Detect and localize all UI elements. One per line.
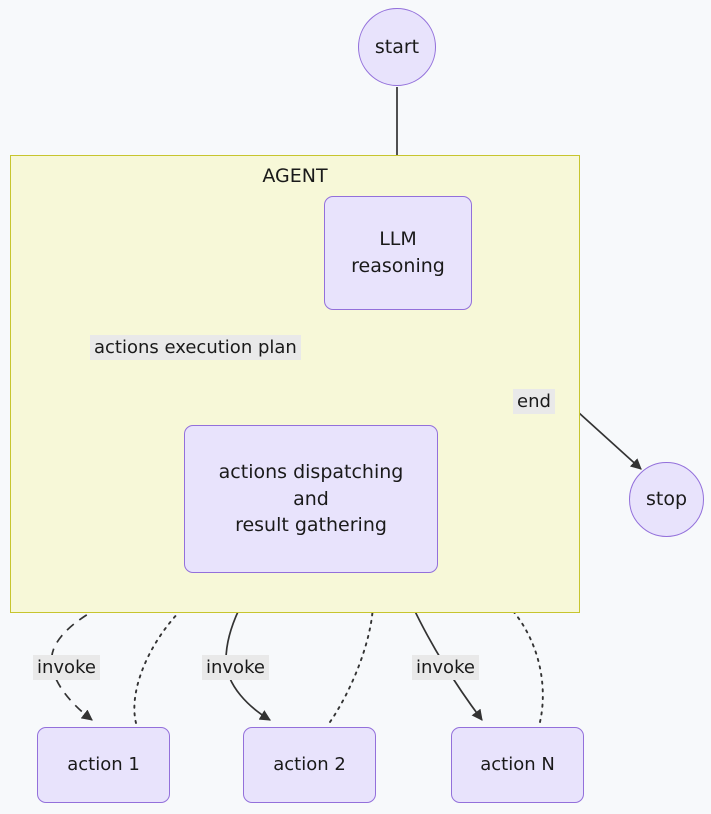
edge-label-invoke-1: invoke: [33, 655, 100, 680]
node-llm-line2: reasoning: [351, 255, 445, 277]
edge-label-invoke-3: invoke: [412, 655, 479, 680]
edge-label-invoke-2: invoke: [202, 655, 269, 680]
node-action-n[interactable]: action N: [451, 727, 584, 803]
node-action-2[interactable]: action 2: [243, 727, 376, 803]
node-dispatch-line1: actions dispatching: [218, 460, 404, 483]
node-action-2-label: action 2: [273, 754, 346, 776]
node-dispatch-line3: result gathering: [235, 514, 387, 537]
subgraph-agent-label: AGENT: [262, 165, 328, 187]
edge-label-actions-execution-plan: actions execution plan: [90, 335, 301, 360]
node-llm-line1: LLM: [379, 228, 417, 251]
node-stop[interactable]: stop: [629, 462, 704, 537]
node-actions-dispatching[interactable]: actions dispatching and result gathering: [184, 425, 438, 573]
node-action-1[interactable]: action 1: [37, 727, 170, 803]
node-llm-reasoning[interactable]: LLM reasoning: [324, 196, 472, 310]
edge-actionN-to-dispatch: [447, 563, 544, 723]
node-stop-label: stop: [645, 488, 688, 511]
edge-label-end: end: [513, 389, 555, 414]
edge-dispatch-to-action1: [50, 571, 191, 721]
node-action-n-label: action N: [480, 754, 555, 776]
node-start[interactable]: start: [358, 8, 436, 86]
node-dispatch-line2: and: [293, 487, 329, 510]
node-action-1-label: action 1: [67, 754, 140, 776]
node-start-label: start: [374, 35, 420, 58]
